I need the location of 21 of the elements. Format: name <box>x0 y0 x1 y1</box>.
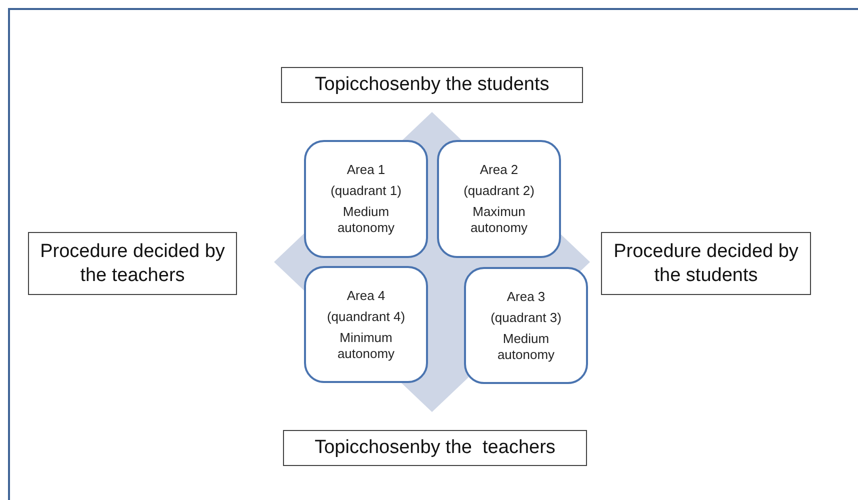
area-text: Area 3 <box>506 288 546 304</box>
area-text: Area 4 <box>346 288 386 304</box>
label-text: Procedure decided by the teachers <box>39 240 226 288</box>
area-text: Area 2 <box>480 162 518 178</box>
area-card <box>464 267 588 384</box>
area-text: Minimum autonomy <box>336 330 396 362</box>
label-box <box>283 430 587 466</box>
label-box <box>28 232 237 295</box>
area-text: Maximun autonomy <box>469 204 529 236</box>
area-text: (quadrant 1) <box>330 183 402 199</box>
area-text: (quadrant 2) <box>464 183 534 199</box>
label-text: Topicchosenby the teachers <box>314 436 556 460</box>
area-text: Medium autonomy <box>336 204 396 236</box>
area-text: Area 1 <box>346 162 386 178</box>
label-text: Procedure decided by the students <box>612 240 800 288</box>
area-text: Medium autonomy <box>496 330 556 362</box>
area-text: (quadrant 3) <box>490 310 562 326</box>
label-box <box>601 232 811 295</box>
label-box <box>281 67 583 103</box>
area-text: (quandrant 4) <box>326 308 406 324</box>
label-text: Topicchosenby the students <box>314 73 550 97</box>
